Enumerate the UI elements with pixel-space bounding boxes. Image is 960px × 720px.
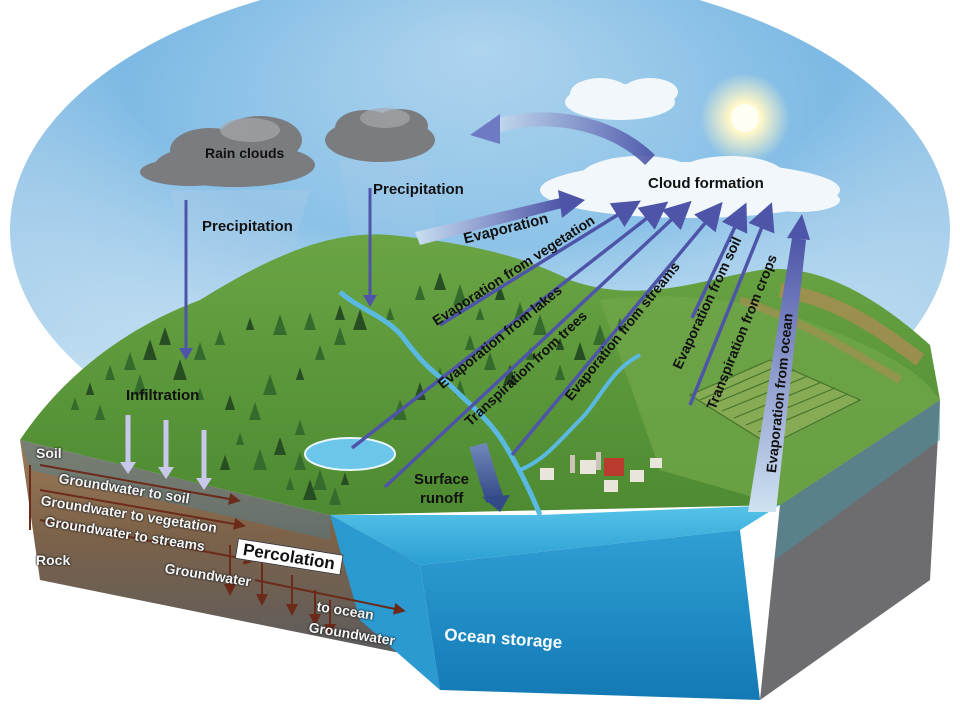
conifer-tree — [334, 304, 346, 320]
conifer-tree — [340, 472, 350, 485]
conifer-tree — [574, 342, 586, 360]
evaporation-arrow — [415, 190, 585, 245]
conifer-tree — [104, 364, 116, 380]
conifer-tree — [494, 284, 506, 300]
lake — [304, 437, 396, 471]
conifer-tree — [85, 382, 95, 395]
conifer-tree — [249, 402, 261, 420]
conifer-tree — [453, 284, 467, 305]
cloud-transport-arrowhead — [470, 114, 500, 144]
conifer-tree — [555, 337, 565, 350]
label-precipitation-left: Precipitation — [202, 218, 293, 235]
evaporation-from-ocean-arrow — [748, 214, 810, 512]
precipitation-arrows — [179, 188, 377, 360]
label-rock: Rock — [36, 552, 71, 568]
farm-buildings — [540, 452, 662, 492]
conifer-tree — [593, 324, 607, 345]
conifer-tree — [285, 477, 295, 490]
conifer-tree — [414, 284, 426, 300]
conifer-tree — [124, 352, 136, 370]
conifer-tree — [314, 344, 326, 360]
infiltration-arrows — [120, 415, 212, 490]
ocean — [330, 505, 780, 700]
stream — [338, 290, 641, 516]
conifer-tree — [273, 314, 287, 335]
conifer-tree — [303, 479, 317, 500]
conifer-tree — [214, 329, 226, 345]
conifer-tree — [329, 487, 341, 505]
conifer-tree — [334, 327, 346, 345]
conifer-tree — [434, 272, 446, 290]
conifer-tree — [143, 339, 157, 360]
conifer-tree — [263, 374, 277, 395]
conifer-tree — [219, 454, 231, 470]
surface-runoff-arrow — [469, 442, 510, 512]
conifer-tree — [475, 307, 485, 320]
conifer-tree — [313, 469, 327, 490]
conifer-tree — [94, 404, 106, 420]
conifer-tree — [253, 449, 267, 470]
sun-icon — [700, 73, 790, 163]
label-surface-runoff-2: runoff — [420, 490, 464, 507]
conifer-tree — [274, 437, 286, 455]
label-infiltration: Infiltration — [126, 387, 200, 404]
hills — [20, 234, 940, 515]
conifer-tree — [245, 317, 255, 330]
conifer-tree — [554, 364, 566, 380]
conifer-tree — [133, 374, 147, 395]
conifer-tree — [464, 334, 476, 350]
label-precipitation-center: Precipitation — [373, 181, 464, 198]
label-cloud-formation: Cloud formation — [648, 175, 764, 192]
label-surface-runoff-1: Surface — [414, 471, 470, 488]
evapotranspiration-arrows — [350, 200, 775, 489]
conifer-tree — [194, 342, 206, 360]
conifer-tree — [235, 432, 245, 445]
conifer-tree — [195, 387, 205, 400]
conifer-tree — [304, 312, 316, 330]
ground-cross-section — [20, 400, 940, 700]
conifer-tree — [353, 309, 367, 330]
cloud-transport-arrow — [487, 112, 655, 166]
conifer-tree — [503, 364, 517, 385]
conifer-tree — [173, 359, 187, 380]
conifer-tree — [224, 394, 236, 410]
conifer-tree — [533, 314, 547, 335]
conifer-tree — [484, 352, 496, 370]
conifer-tree — [159, 327, 171, 345]
label-soil: Soil — [36, 445, 62, 461]
conifer-tree — [70, 397, 80, 410]
label-rain-clouds: Rain clouds — [205, 145, 285, 161]
conifer-tree — [294, 452, 306, 470]
conifer-tree — [385, 307, 395, 320]
conifer-tree — [294, 419, 306, 435]
groundwater-arrows — [29, 464, 406, 636]
conifer-tree — [295, 367, 305, 380]
